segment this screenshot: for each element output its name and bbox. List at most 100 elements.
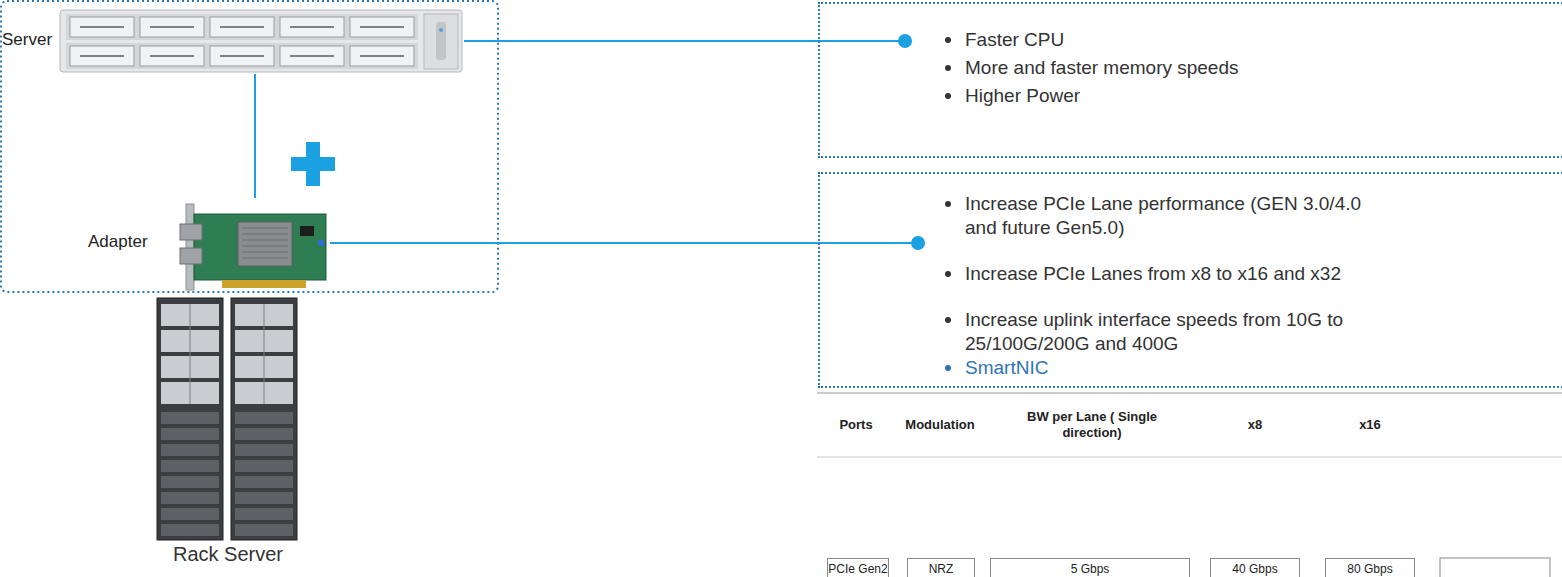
adapter-illustration <box>242 246 288 247</box>
server-illustration <box>80 26 124 28</box>
server-illustration <box>140 46 204 66</box>
feature-box: Faster CPU More and faster memory speedsH… <box>818 2 1562 158</box>
rack-illustration <box>235 412 293 424</box>
rack-illustration <box>235 492 293 504</box>
table-header: x8 <box>1210 393 1300 456</box>
bullet-item: Higher Power <box>945 85 1390 107</box>
rack-illustration <box>157 298 297 540</box>
adapter-illustration <box>242 252 288 253</box>
rack-illustration <box>161 460 219 472</box>
adapter-illustration <box>318 240 324 246</box>
bullet-item: More and faster memory speeds <box>945 57 1390 79</box>
node-label: Server <box>2 30 52 50</box>
rack-illustration <box>190 304 191 404</box>
adapter-illustration <box>186 204 194 290</box>
adapter-illustration <box>194 214 326 280</box>
server-illustration <box>66 14 418 40</box>
server-illustration <box>60 10 462 72</box>
rack-illustration <box>235 428 293 440</box>
rack-illustration <box>161 476 219 488</box>
bullet-dot <box>945 271 951 277</box>
rack-illustration <box>235 508 293 520</box>
table-rule <box>817 393 1562 394</box>
server-illustration <box>80 55 124 57</box>
server-illustration <box>360 55 404 57</box>
adapter-illustration <box>238 222 292 266</box>
server-unit: Server <box>2 8 464 74</box>
server-illustration <box>436 22 446 60</box>
table-header: Modulation <box>895 393 985 456</box>
rack-illustration <box>161 304 293 404</box>
rack-illustration <box>235 444 293 456</box>
server-illustration <box>150 26 194 28</box>
adapter-illustration <box>180 248 202 264</box>
rack-illustration <box>161 412 219 424</box>
table-header: x16 <box>1325 393 1415 456</box>
bullet-text: Higher Power <box>965 85 1390 107</box>
bullet-text: Increase uplink interface speeds from 10… <box>965 308 1390 356</box>
adapter-illustration <box>242 228 288 229</box>
bullet-item: Increase uplink interface speeds from 10… <box>945 308 1390 356</box>
server-illustration <box>210 46 274 66</box>
connector-line <box>330 242 818 244</box>
table-rule <box>817 393 1562 577</box>
server-illustration <box>360 26 404 28</box>
connector-dot <box>898 34 912 48</box>
rack-illustration <box>235 476 293 488</box>
server-illustration <box>80 27 404 56</box>
table-cell: PCIe Gen2 <box>827 558 889 577</box>
server-illustration <box>290 26 334 28</box>
table-rule <box>1440 558 1550 577</box>
bullet-text: Increase PCIe Lanes from x8 to x16 and x… <box>965 262 1390 286</box>
rack-illustration <box>161 508 219 520</box>
adapter-illustration <box>242 234 288 235</box>
rack-illustration <box>235 460 293 472</box>
server-illustration <box>70 17 414 66</box>
bullet-text: SmartNIC <box>965 356 1390 380</box>
connector-extension <box>818 242 918 244</box>
rack-illustration <box>161 444 219 456</box>
server-illustration <box>350 17 414 37</box>
rack-illustration <box>235 524 293 536</box>
table-rule <box>817 457 1562 458</box>
caption-label: Rack Server <box>173 543 283 566</box>
adapter-illustration <box>242 258 288 259</box>
server-illustration <box>140 17 204 37</box>
bullet-dot <box>945 93 951 99</box>
plus-sign <box>291 157 335 171</box>
server-illustration <box>280 46 344 66</box>
table-header: BW per Lane ( Single direction) <box>1027 393 1157 456</box>
server-illustration <box>210 17 274 37</box>
server-illustration <box>280 17 344 37</box>
rack-illustration <box>190 304 264 404</box>
table-cell: 5 Gbps <box>990 558 1190 577</box>
feature-box: Increase PCIe Lane performance (GEN 3.0/… <box>818 172 1562 388</box>
server-illustration <box>150 55 194 57</box>
bullet-item: Faster CPU <box>945 29 1390 51</box>
server-illustration <box>70 46 134 66</box>
bullet-dot <box>945 37 951 43</box>
server-illustration <box>60 10 462 72</box>
group-frame <box>1 1 498 292</box>
node-label: Adapter <box>88 232 148 252</box>
bullet-dot <box>945 365 951 371</box>
adapter-illustration <box>180 204 326 290</box>
rack-illustration <box>231 298 297 540</box>
rack-illustration <box>157 298 223 540</box>
server-illustration <box>439 28 443 32</box>
adapter-illustration <box>242 240 288 241</box>
bullet-dot <box>945 65 951 71</box>
server-illustration <box>70 17 134 37</box>
plus-sign <box>291 142 335 186</box>
table-cell: 40 Gbps <box>1210 558 1300 577</box>
connector-extension <box>818 40 905 42</box>
table-cell: NRZ <box>907 558 975 577</box>
bullet-item: SmartNIC <box>945 356 1390 380</box>
bullet-text: More and faster memory speeds <box>965 57 1390 79</box>
table-header: Ports <box>817 393 895 456</box>
rack-illustration <box>264 304 265 404</box>
table-cell: 80 Gbps <box>1325 558 1415 577</box>
rack-illustration <box>161 412 293 536</box>
